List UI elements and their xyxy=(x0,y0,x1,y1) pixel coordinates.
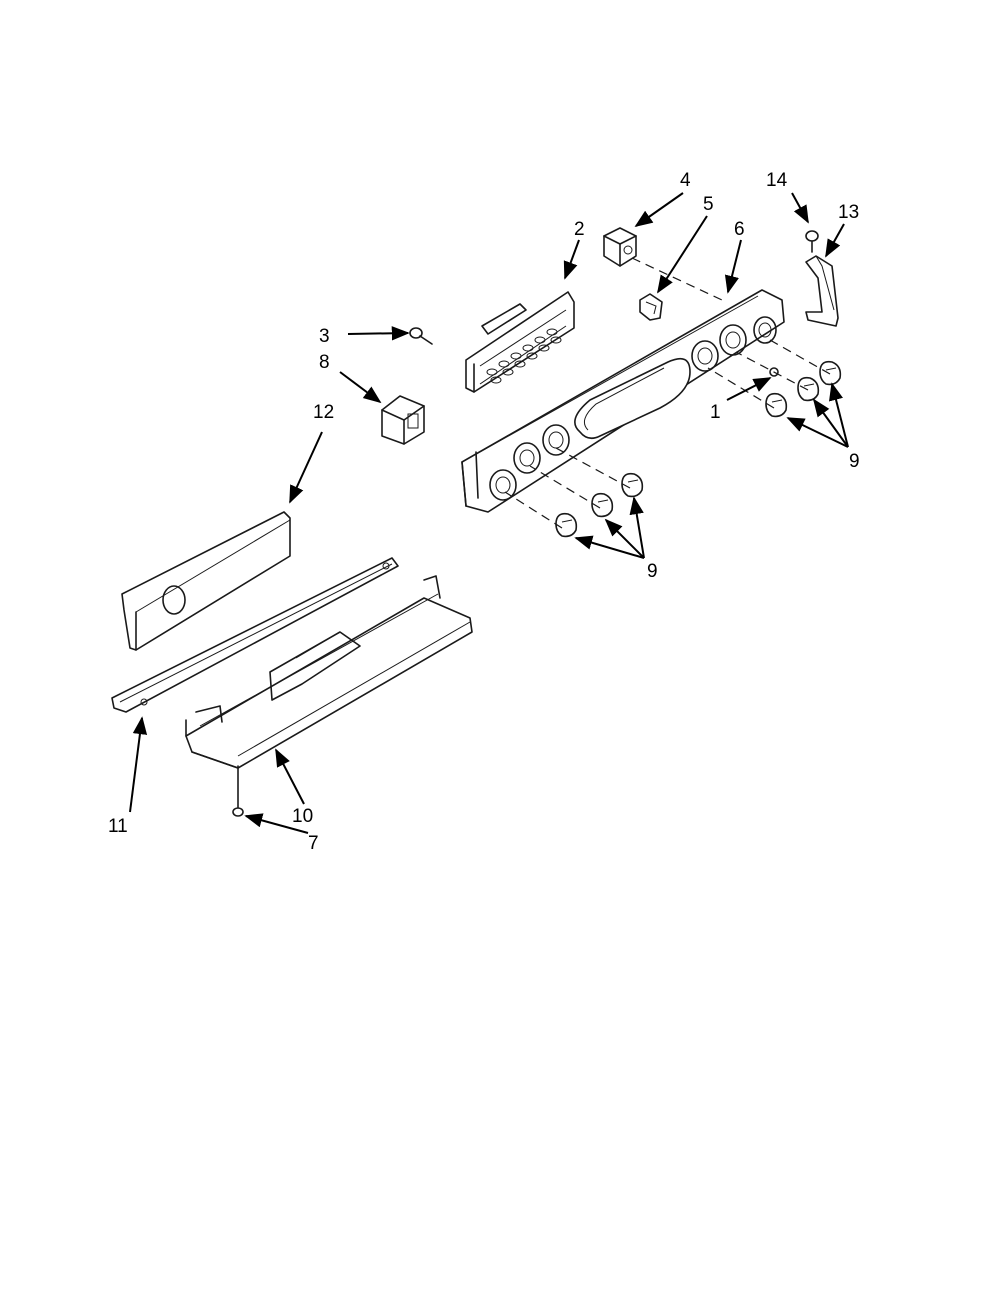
support-strip-11-part xyxy=(111,557,399,713)
knobs-right-group xyxy=(765,360,842,418)
part-label-1: 1 xyxy=(710,402,721,423)
part-label-8: 8 xyxy=(319,352,330,373)
screw-14-part xyxy=(805,230,819,253)
screw-7-part xyxy=(232,765,244,817)
electronic-control-part xyxy=(465,291,575,393)
part-label-13: 13 xyxy=(838,202,859,223)
part-labels: 1 2 3 4 5 6 7 8 9 9 10 11 12 13 14 xyxy=(108,170,860,854)
leader-arrows xyxy=(129,192,849,834)
part-label-6: 6 xyxy=(734,219,745,240)
switch-4-part xyxy=(603,227,637,267)
part-label-9-left: 9 xyxy=(647,561,658,582)
assembly-lines xyxy=(504,257,831,529)
part-label-2: 2 xyxy=(574,219,585,240)
control-panel-part xyxy=(461,289,785,513)
cover-panel-12-part xyxy=(121,511,291,651)
switch-8-part xyxy=(381,395,425,445)
part-label-9-right: 9 xyxy=(849,451,860,472)
part-label-11: 11 xyxy=(108,816,128,837)
bracket-10-part xyxy=(185,575,473,769)
part-label-4: 4 xyxy=(680,170,691,191)
knobs-left-group xyxy=(555,472,644,538)
part-label-7: 7 xyxy=(308,833,319,854)
part-label-3: 3 xyxy=(319,326,330,347)
part-label-5: 5 xyxy=(703,194,714,215)
part-label-10: 10 xyxy=(292,806,313,827)
bracket-13-part xyxy=(805,255,839,327)
part-label-12: 12 xyxy=(313,402,334,423)
part-label-14: 14 xyxy=(766,170,788,191)
clip-5-part xyxy=(639,293,663,321)
screw-3-part xyxy=(409,327,433,345)
